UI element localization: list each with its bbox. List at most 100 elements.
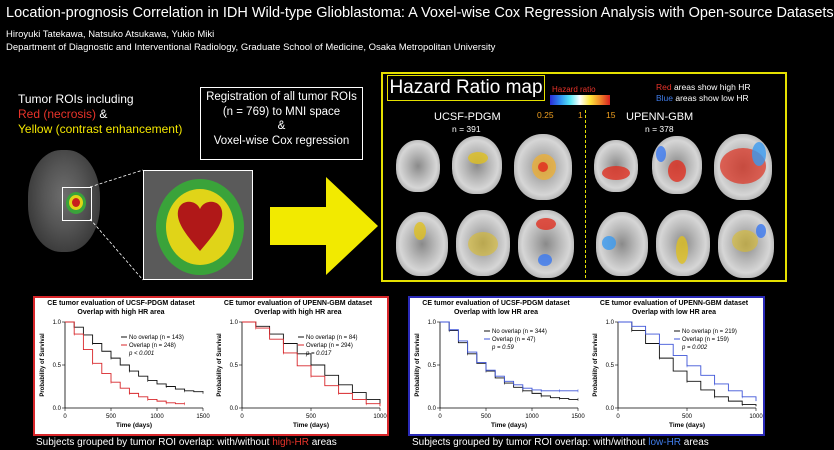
brain-slice [718, 210, 774, 278]
km-legend-entry: Overlap (n = 47) [492, 337, 536, 343]
x-tick-label: 500 [306, 414, 317, 420]
mri-tumor-box [62, 187, 92, 221]
km-p-value: p = 0.59 [492, 345, 514, 351]
brain-slice [652, 136, 702, 194]
km-title: CE tumor evaluation of UPENN-GBM dataset… [588, 300, 760, 317]
km-legend-entry: No overlap (n = 84) [306, 335, 358, 341]
brain-slice [456, 210, 510, 276]
caption-highlight: low-HR [648, 437, 682, 448]
hazard-ratio-title: Hazard Ratio map [387, 75, 545, 101]
brain-slice [396, 140, 440, 192]
x-tick-label: 1000 [525, 414, 539, 420]
x-axis-label: Time (days) [669, 422, 705, 429]
x-axis-label: Time (days) [293, 422, 329, 429]
upenn-dataset-n: n = 378 [645, 124, 674, 134]
km-curve-0 [440, 321, 578, 400]
x-axis-label: Time (days) [116, 422, 152, 429]
km-legend-entry: No overlap (n = 219) [682, 329, 737, 335]
km-title-line: CE tumor evaluation of UPENN-GBM dataset [599, 300, 749, 307]
colorbar-label: Hazard ratio [552, 85, 596, 94]
ucsf-dataset-name: UCSF-PDGM [434, 111, 501, 123]
y-tick-label: 0.0 [230, 406, 239, 412]
roi-description: Tumor ROIs including Red (necrosis) & Ye… [18, 92, 182, 137]
km-legend-entry: Overlap (n = 294) [306, 343, 353, 349]
y-tick-label: 0.0 [53, 406, 62, 412]
x-tick-label: 500 [106, 414, 117, 420]
hazard-ratio-panel [381, 72, 787, 282]
roi-yellow-label: Yellow (contrast enhancement) [18, 122, 183, 136]
x-tick-label: 0 [240, 414, 244, 420]
department: Department of Diagnostic and Interventio… [6, 42, 496, 53]
caption-text: Subjects grouped by tumor ROI overlap: w… [36, 437, 273, 448]
y-tick-label: 0.5 [428, 363, 437, 369]
reg-line3: & [277, 120, 286, 132]
colorbar-tick-low: 0.25 [537, 110, 554, 120]
y-tick-label: 0.0 [428, 406, 437, 412]
x-axis-label: Time (days) [491, 422, 527, 429]
zoom-lines [89, 169, 144, 281]
roi-line2: Red (necrosis) & [18, 107, 182, 122]
km-title: CE tumor evaluation of UPENN-GBM dataset… [212, 300, 384, 317]
necrosis-heart-shape [177, 201, 223, 251]
roi-red-label: Red (necrosis) [18, 107, 97, 121]
km-p-value: p = 0.017 [306, 351, 332, 357]
km-p-value: p < 0.001 [129, 351, 155, 357]
x-tick-label: 0 [63, 414, 67, 420]
mri-tumor-necrosis [72, 198, 80, 207]
hr-legend-red: Red areas show high HR [656, 82, 751, 93]
km-legend-entry: Overlap (n = 159) [682, 337, 729, 343]
dataset-divider [585, 110, 586, 278]
hr-legend-red-text: areas show high HR [671, 82, 751, 92]
caption-low-hr: Subjects grouped by tumor ROI overlap: w… [412, 437, 709, 448]
arrow-right-icon [270, 177, 378, 275]
km-legend: No overlap (n = 84) Overlap (n = 294) p … [306, 334, 358, 358]
hr-legend-blue-word: Blue [656, 93, 674, 103]
x-tick-label: 1500 [196, 414, 210, 420]
y-axis-label: Probability of Survival [415, 333, 421, 397]
y-tick-label: 1.0 [428, 320, 437, 326]
x-tick-label: 1000 [749, 414, 763, 420]
km-legend-entry: No overlap (n = 143) [129, 335, 184, 341]
km-chart-3: CE tumor evaluation of UCSF-PDGM dataset… [410, 300, 585, 434]
reg-line1: Registration of all tumor ROIs [206, 91, 357, 103]
brain-slice [396, 212, 448, 276]
km-title-line: CE tumor evaluation of UCSF-PDGM dataset [47, 300, 195, 307]
caption-text: areas [681, 437, 709, 448]
mri-thumbnail [28, 150, 100, 252]
brain-slice [714, 134, 772, 200]
brain-slice [596, 212, 648, 276]
reg-line2: (n = 769) to MNI space [222, 105, 341, 118]
km-chart-1: CE tumor evaluation of UCSF-PDGM dataset… [35, 300, 210, 434]
roi-line1: Tumor ROIs including [18, 92, 134, 106]
brain-slice [518, 210, 574, 278]
km-title: CE tumor evaluation of UCSF-PDGM dataset… [410, 300, 582, 317]
caption-high-hr: Subjects grouped by tumor ROI overlap: w… [36, 437, 337, 448]
y-axis-label: Probability of Survival [593, 333, 599, 397]
hr-legend-blue: Blue areas show low HR [656, 93, 751, 104]
km-legend: No overlap (n = 344) Overlap (n = 47) p … [492, 328, 547, 352]
y-tick-label: 0.0 [606, 406, 615, 412]
x-tick-label: 0 [616, 414, 620, 420]
colorbar-tick-high: 15 [606, 110, 616, 120]
km-p-value: p = 0.002 [682, 345, 708, 351]
ucsf-dataset-n: n = 391 [452, 124, 481, 134]
hr-legend: Red areas show high HR Blue areas show l… [656, 82, 751, 104]
km-panel-low-hr [408, 296, 765, 436]
y-tick-label: 0.5 [230, 363, 239, 369]
y-axis-label: Probability of Survival [40, 333, 46, 397]
y-tick-label: 0.5 [53, 363, 62, 369]
km-panel-high-hr [33, 296, 389, 436]
x-tick-label: 1000 [373, 414, 387, 420]
colorbar [550, 95, 610, 105]
x-tick-label: 1500 [571, 414, 585, 420]
km-legend: No overlap (n = 143) Overlap (n = 248) p… [129, 334, 184, 358]
y-tick-label: 1.0 [230, 320, 239, 326]
x-tick-label: 500 [481, 414, 492, 420]
roi-amp: & [96, 107, 108, 121]
km-curve-0 [65, 321, 204, 393]
km-title: CE tumor evaluation of UCSF-PDGM dataset… [35, 300, 207, 317]
km-chart-4: CE tumor evaluation of UPENN-GBM dataset… [588, 300, 763, 434]
km-chart-2: CE tumor evaluation of UPENN-GBM dataset… [212, 300, 387, 434]
km-legend-entry: No overlap (n = 344) [492, 329, 547, 335]
